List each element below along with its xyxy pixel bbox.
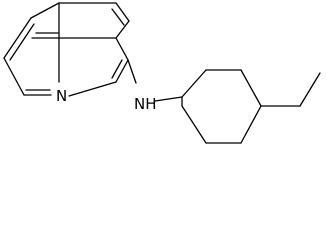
molecule-structure: N NH xyxy=(3,2,321,144)
nitrogen-label: N xyxy=(56,87,67,105)
bond xyxy=(154,96,183,102)
amine-label: NH xyxy=(134,95,157,113)
bond xyxy=(115,20,130,39)
bond xyxy=(30,2,60,19)
bond xyxy=(181,105,207,144)
bond xyxy=(111,59,123,79)
bond xyxy=(299,72,321,107)
bond xyxy=(115,2,130,22)
bond xyxy=(115,59,129,83)
ethyl-group xyxy=(260,72,321,107)
bond xyxy=(240,69,262,107)
bond xyxy=(181,69,207,98)
bond xyxy=(127,59,137,84)
cyclohexyl-group xyxy=(181,69,262,144)
bond xyxy=(111,8,125,26)
bond xyxy=(9,23,35,61)
bond xyxy=(3,57,25,96)
bond xyxy=(3,17,32,59)
bond xyxy=(240,105,262,144)
bond xyxy=(68,81,117,97)
quinoline-group: N xyxy=(3,2,130,105)
amine-group: NH xyxy=(127,59,183,113)
bond xyxy=(115,37,129,61)
